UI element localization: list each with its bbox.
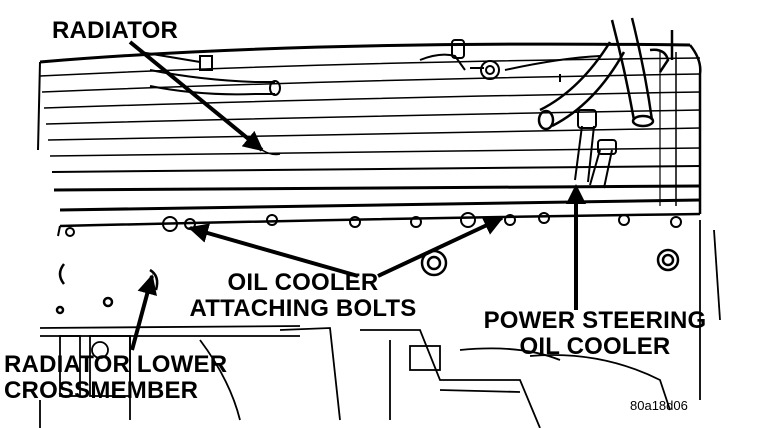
upper-fittings xyxy=(419,39,601,82)
radiator-core xyxy=(37,42,702,237)
oil-cooler-bolts-label: OIL COOLER ATTACHING BOLTS xyxy=(178,270,428,322)
radiator-label-text: RADIATOR xyxy=(52,17,179,44)
ps-hoses xyxy=(537,17,674,131)
ps-oil-cooler-label-line1: POWER STEERING xyxy=(483,307,707,334)
crossmember-leader xyxy=(130,274,157,351)
lower-frame xyxy=(39,220,721,428)
leader-lines xyxy=(128,40,586,351)
bolt-leader-left xyxy=(188,223,359,278)
bolt-leader-right xyxy=(377,216,504,278)
bolt-row xyxy=(65,212,682,237)
oil-cooler-bolts-label-line2: ATTACHING BOLTS xyxy=(189,295,417,322)
ps-oil-cooler-label: POWER STEERING OIL COOLER xyxy=(470,308,720,360)
upper-hose xyxy=(139,51,281,96)
ps-oil-cooler-label-line2: OIL COOLER xyxy=(519,333,671,360)
oil-cooler-bolts-label-line1: OIL COOLER xyxy=(227,269,379,296)
crossmember-label-line1: RADIATOR LOWER xyxy=(4,351,228,378)
radiator-leader xyxy=(128,40,264,152)
ps-cooler-fittings xyxy=(574,109,617,189)
figure-id: 80a18d06 xyxy=(630,398,688,413)
crossmember-label-line2: CROSSMEMBER xyxy=(4,377,199,404)
radiator-label: RADIATOR xyxy=(52,18,178,44)
radiator-lower-crossmember-label: RADIATOR LOWER CROSSMEMBER xyxy=(4,352,227,404)
